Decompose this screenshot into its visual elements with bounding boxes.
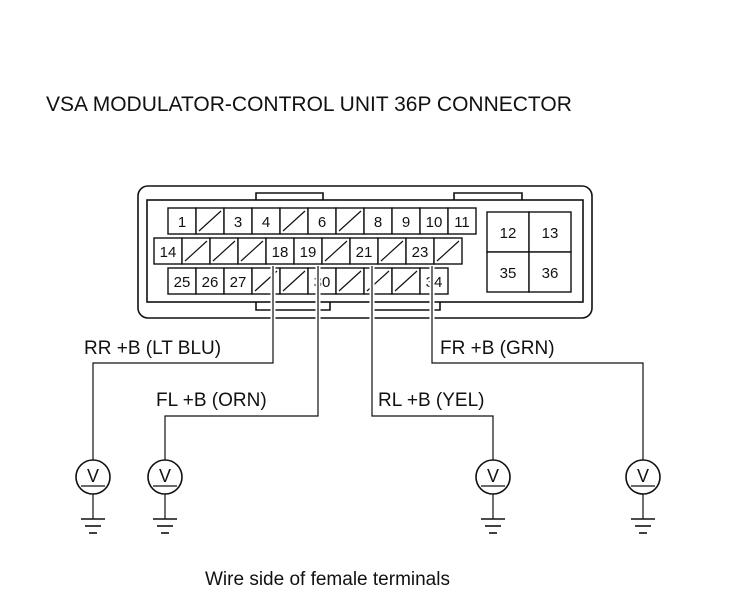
wire-label-rl: RL +B (YEL) (378, 390, 484, 411)
terminal-cell: 21 (349, 237, 379, 265)
diagram-caption: Wire side of female terminals (205, 569, 450, 590)
terminal-cell (209, 237, 239, 265)
voltmeter-symbol: V (487, 466, 499, 486)
terminal-cell (391, 267, 421, 295)
terminal-label: 9 (402, 214, 410, 231)
voltmeter: V (75, 459, 111, 534)
terminal-cell (335, 207, 365, 235)
diagram-title: VSA MODULATOR-CONTROL UNIT 36P CONNECTOR (46, 93, 572, 116)
terminal-cell (377, 237, 407, 265)
wire-fl (164, 266, 319, 460)
wire-label-fl: FL +B (ORN) (156, 390, 267, 411)
voltmeter: V (475, 459, 511, 534)
terminal-cell: 12 (486, 211, 530, 253)
ground-icon (481, 494, 505, 534)
terminal-label: 23 (412, 244, 429, 261)
terminal-label: 26 (202, 274, 219, 291)
terminal-cell: 6 (307, 207, 337, 235)
voltmeter-symbol: V (159, 466, 171, 486)
terminal-label: 12 (500, 225, 517, 242)
terminal-cell (363, 267, 393, 295)
voltmeter: V (625, 459, 661, 534)
terminal-cell: 30 (307, 267, 337, 295)
ground-icon (81, 494, 105, 534)
terminal-cell (279, 267, 309, 295)
connector-body (137, 185, 593, 319)
voltmeter-symbol: V (637, 466, 649, 486)
terminal-label: 6 (318, 214, 326, 231)
terminal-cell (251, 267, 281, 295)
ground-icon (153, 494, 177, 534)
terminal-cell: 26 (195, 267, 225, 295)
terminal-cell: 18 (265, 237, 295, 265)
terminal-cell (237, 237, 267, 265)
terminal-label: 18 (272, 244, 289, 261)
terminal-label: 13 (542, 225, 559, 242)
terminal-label: 21 (356, 244, 373, 261)
terminal-cell: 13 (528, 211, 572, 253)
terminal-label: 36 (542, 265, 559, 282)
terminal-cell (335, 267, 365, 295)
terminal-cell: 25 (167, 267, 197, 295)
wires (90, 266, 646, 460)
ground-icon (631, 494, 655, 534)
terminal-label: 3 (234, 214, 242, 231)
terminal-cell: 35 (486, 251, 530, 293)
terminal-label: 11 (454, 214, 470, 231)
terminal-label: 4 (262, 214, 270, 231)
terminal-label: 19 (300, 244, 317, 261)
terminal-cell: 23 (405, 237, 435, 265)
terminal-label: 35 (500, 265, 517, 282)
terminal-cell: 27 (223, 267, 253, 295)
terminal-cell: 9 (391, 207, 421, 235)
terminal-cell: 36 (528, 251, 572, 293)
voltmeter: V (147, 459, 183, 534)
terminal-cell (279, 207, 309, 235)
terminal-label: 14 (160, 244, 177, 261)
terminal-cell (433, 237, 463, 265)
wire-rl (371, 266, 494, 460)
terminal-cell (181, 237, 211, 265)
terminal-label: 10 (426, 214, 443, 231)
terminal-cell: 11 (447, 207, 477, 235)
voltmeter-symbol: V (87, 466, 99, 486)
terminal-cell (321, 237, 351, 265)
terminal-cell: 4 (251, 207, 281, 235)
wire-rr (92, 266, 274, 460)
terminal-cell: 10 (419, 207, 449, 235)
wire-fr (431, 266, 644, 460)
wire-label-rr: RR +B (LT BLU) (84, 338, 221, 359)
terminal-cell: 8 (363, 207, 393, 235)
terminal-cell: 1 (167, 207, 197, 235)
terminal-cell: 14 (153, 237, 183, 265)
terminal-label: 27 (230, 274, 247, 291)
terminal-cell: 3 (223, 207, 253, 235)
terminal-label: 8 (374, 214, 382, 231)
wire-label-fr: FR +B (GRN) (440, 338, 555, 359)
terminal-cell (195, 207, 225, 235)
terminal-label: 25 (174, 274, 191, 291)
terminal-cell: 19 (293, 237, 323, 265)
terminal-label: 1 (178, 214, 186, 231)
